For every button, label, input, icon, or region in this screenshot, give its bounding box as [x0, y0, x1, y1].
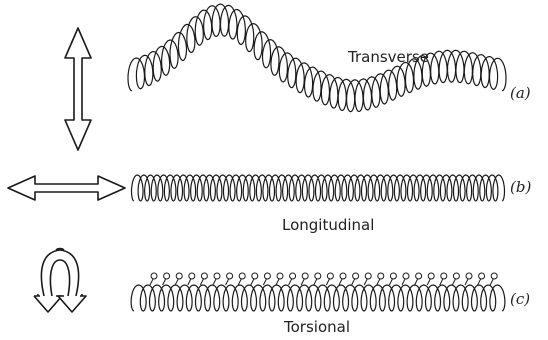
torsion-marker — [451, 272, 460, 286]
torsion-marker — [464, 272, 473, 286]
torsional-label: Torsional — [284, 318, 350, 336]
torsion-marker — [426, 272, 435, 286]
torsion-marker — [149, 272, 158, 286]
torsion-marker — [275, 272, 284, 286]
tag-b: (b) — [510, 178, 532, 196]
torsion-marker — [237, 272, 246, 286]
torsion-marker — [174, 272, 183, 286]
vertical-double-arrow-icon — [64, 27, 92, 151]
torsion-marker — [338, 272, 347, 286]
torsion-marker — [162, 272, 171, 286]
torsion-marker — [288, 272, 297, 286]
torsion-marker — [313, 272, 322, 286]
torsion-marker — [351, 272, 360, 286]
longitudinal-wave-spring — [130, 174, 506, 202]
torsion-marker — [376, 272, 385, 286]
torsion-marker — [401, 272, 410, 286]
torsion-marker — [414, 272, 423, 286]
torsion-marker — [262, 272, 271, 286]
horizontal-double-arrow-icon — [7, 175, 126, 201]
torsion-markers — [149, 272, 498, 286]
twist-arrows-icon — [33, 247, 87, 313]
torsion-marker — [199, 272, 208, 286]
torsion-marker — [477, 272, 486, 286]
torsional-wave-spring — [130, 284, 506, 312]
torsion-marker — [325, 272, 334, 286]
torsion-marker — [300, 272, 309, 286]
transverse-label: Transverse — [348, 48, 429, 66]
torsion-marker — [187, 272, 196, 286]
torsion-marker — [489, 272, 498, 286]
tag-c: (c) — [510, 290, 531, 308]
torsion-marker — [212, 272, 221, 286]
transverse-wave-spring — [127, 3, 507, 113]
longitudinal-label: Longitudinal — [282, 216, 375, 234]
torsion-marker — [250, 272, 259, 286]
torsion-marker — [388, 272, 397, 286]
tag-a: (a) — [510, 84, 531, 102]
torsion-marker — [225, 272, 234, 286]
torsion-marker — [439, 272, 448, 286]
torsion-marker — [363, 272, 372, 286]
